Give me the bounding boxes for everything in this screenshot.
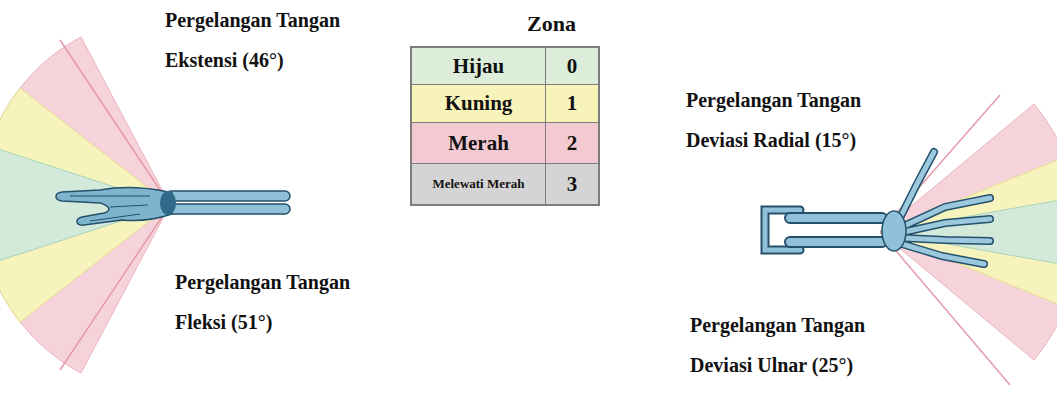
angle-label: Pergelangan Tangan Ekstensi (46°) [165,9,340,71]
deviation-fan [880,95,1057,385]
angle-label: Pergelangan Tangan Deviasi Radial (15°) [686,89,861,151]
limit-line [60,205,170,370]
zone-row: Melewati Merah 3 [412,163,598,204]
zone-number-cell: 1 [546,85,598,122]
zone-name: Merah [448,131,509,156]
zone-row: Hijau 0 [412,48,598,84]
zone-number: 2 [567,131,578,156]
table-header: Zona [527,10,617,38]
zone-number-cell: 3 [546,164,598,204]
legend-swatch: Hijau [412,48,546,84]
zone-row: Kuning 1 [412,84,598,122]
wrist-joint [160,191,176,215]
radius-bone [166,191,290,201]
forearm-bones [790,218,882,242]
zone-number-cell: 2 [546,123,598,163]
zone-row: Merah 2 [412,122,598,163]
yellow-zone-sector [0,88,170,322]
hand-shape [56,188,172,225]
ulna-bone [166,204,290,214]
limit-line [60,40,170,205]
angle-label: Pergelangan Tangan Deviasi Ulnar (25°) [690,314,865,376]
zone-number: 0 [567,54,578,79]
green-zone-sector [0,146,170,264]
zone-name: Kuning [445,91,513,116]
legend-swatch: Merah [412,123,546,163]
carpal-bones [882,211,906,251]
angle-label: Pergelangan Tangan Deviasi Ulnar (25°) [690,305,905,385]
finger-bones [900,152,990,264]
table-header: Zona [527,11,576,36]
angle-label: Pergelangan Tangan Fleksi (51°) [175,271,350,333]
yellow-zone-sector [880,157,1057,307]
zone-name: Hijau [453,54,504,79]
hand-side-view [56,188,290,225]
angle-label: Pergelangan Tangan Fleksi (51°) [175,262,390,342]
legend-swatch: Melewati Merah [412,164,546,204]
angle-label: Pergelangan Tangan Ekstensi (46°) [165,0,380,80]
zone-number-cell: 0 [546,48,598,84]
zone-number: 3 [567,172,578,197]
flexion-extension-fan [0,37,170,373]
angle-label: Pergelangan Tangan Deviasi Radial (15°) [686,80,901,160]
zone-number: 1 [567,91,578,116]
legend-swatch: Kuning [412,85,546,122]
red-zone-sector [880,104,1057,360]
zone-name: Melewati Merah [432,176,524,192]
zone-table: Hijau 0Kuning 1Merah 2Melewati Merah 3 [410,46,600,206]
finger-bones [900,152,990,264]
forearm-bones [790,218,882,242]
hand-top-view [765,152,990,264]
finger-bones [70,196,150,221]
red-zone-sector [0,37,170,373]
